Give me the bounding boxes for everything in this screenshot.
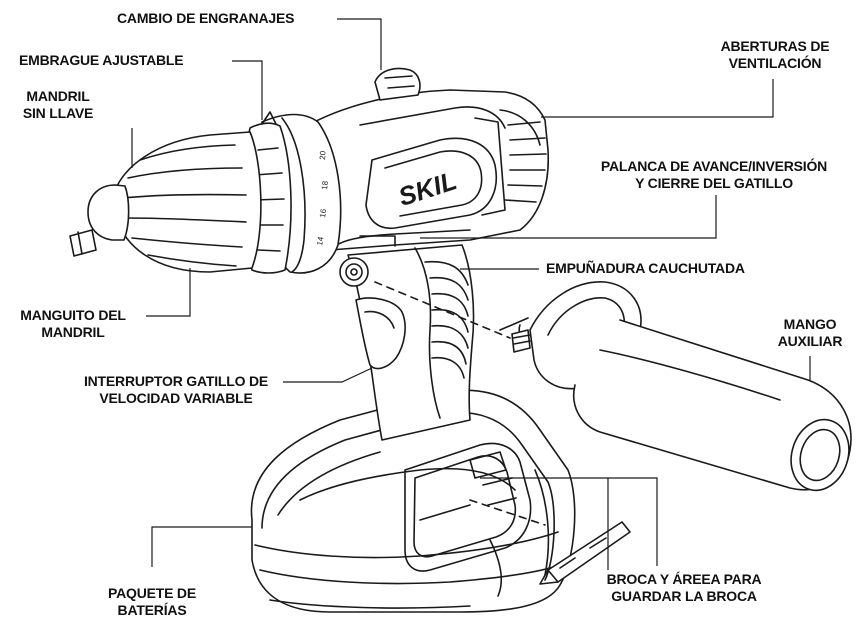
label-battery-line1: PAQUETE DE: [108, 585, 196, 601]
label-bit-line1: BROCA Y ÁREEA PARA: [606, 571, 762, 587]
clutch-number: 18: [320, 180, 330, 190]
label-gear-shift-text: CAMBIO DE ENGRANAJES: [117, 10, 295, 26]
battery-pack-drawing: [250, 389, 576, 613]
label-direction-lever: PALANCA DE AVANCE/INVERSIÓN Y CIERRE DEL…: [566, 158, 862, 192]
clutch-number: 14: [315, 235, 326, 246]
aux-handle-drawing: [499, 281, 852, 492]
label-battery-pack: PAQUETE DE BATERÍAS: [92, 585, 212, 619]
label-lever-line2: Y CIERRE DEL GATILLO: [635, 175, 793, 191]
label-gear-shift: CAMBIO DE ENGRANAJES: [117, 10, 294, 27]
label-chuck-sleeve: MANGUITO DEL MANDRIL: [6, 307, 140, 341]
leader-clutch: [232, 60, 263, 120]
label-chuck-line2: SIN LLAVE: [22, 105, 94, 121]
label-vents-line1: ABERTURAS DE: [720, 38, 830, 54]
label-chuck-line1: MANDRIL: [26, 88, 90, 104]
label-bit-storage: BROCA Y ÁREEA PARA GUARDAR LA BROCA: [586, 571, 782, 605]
label-battery-line2: BATERÍAS: [117, 602, 187, 618]
label-bit-line2: GUARDAR LA BROCA: [611, 588, 757, 604]
leader-battery: [151, 526, 252, 567]
label-sleeve-line2: MANDRIL: [41, 324, 105, 340]
label-grip-text: EMPUÑADURA CAUCHUTADA: [546, 260, 745, 276]
bit-drawing: [539, 521, 631, 585]
clutch-number: 20: [318, 150, 328, 160]
label-vents-line2: VENTILACIÓN: [728, 55, 822, 71]
leader-bit: [607, 477, 658, 570]
leader-sleeve: [146, 268, 191, 317]
handle-drawing: [339, 244, 475, 441]
label-trigger-line1: INTERRUPTOR GATILLO DE: [83, 373, 269, 389]
label-aux-line2: AUXILIAR: [777, 333, 843, 349]
label-trigger-switch: INTERRUPTOR GATILLO DE VELOCIDAD VARIABL…: [76, 373, 276, 407]
label-lever-line1: PALANCA DE AVANCE/INVERSIÓN: [600, 158, 828, 174]
leader-gear-shift: [337, 18, 382, 70]
clutch-number: 16: [318, 208, 328, 219]
label-aux-handle: MANGO AUXILIAR: [760, 316, 860, 350]
label-keyless-chuck: MANDRIL SIN LLAVE: [18, 88, 98, 122]
leader-trigger: [283, 367, 373, 383]
leader-lever: [420, 195, 717, 239]
label-rubber-grip: EMPUÑADURA CAUCHUTADA: [546, 260, 745, 277]
leader-vents: [541, 79, 774, 118]
label-ventilation: ABERTURAS DE VENTILACIÓN: [695, 38, 855, 72]
chuck-drawing: [69, 131, 262, 273]
label-aux-line1: MANGO: [783, 316, 837, 332]
label-trigger-line2: VELOCIDAD VARIABLE: [99, 390, 253, 406]
label-sleeve-line1: MANGUITO DEL: [20, 307, 126, 323]
label-clutch-text: EMBRAGUE AJUSTABLE: [19, 52, 184, 68]
label-adjustable-clutch: EMBRAGUE AJUSTABLE: [19, 52, 184, 69]
